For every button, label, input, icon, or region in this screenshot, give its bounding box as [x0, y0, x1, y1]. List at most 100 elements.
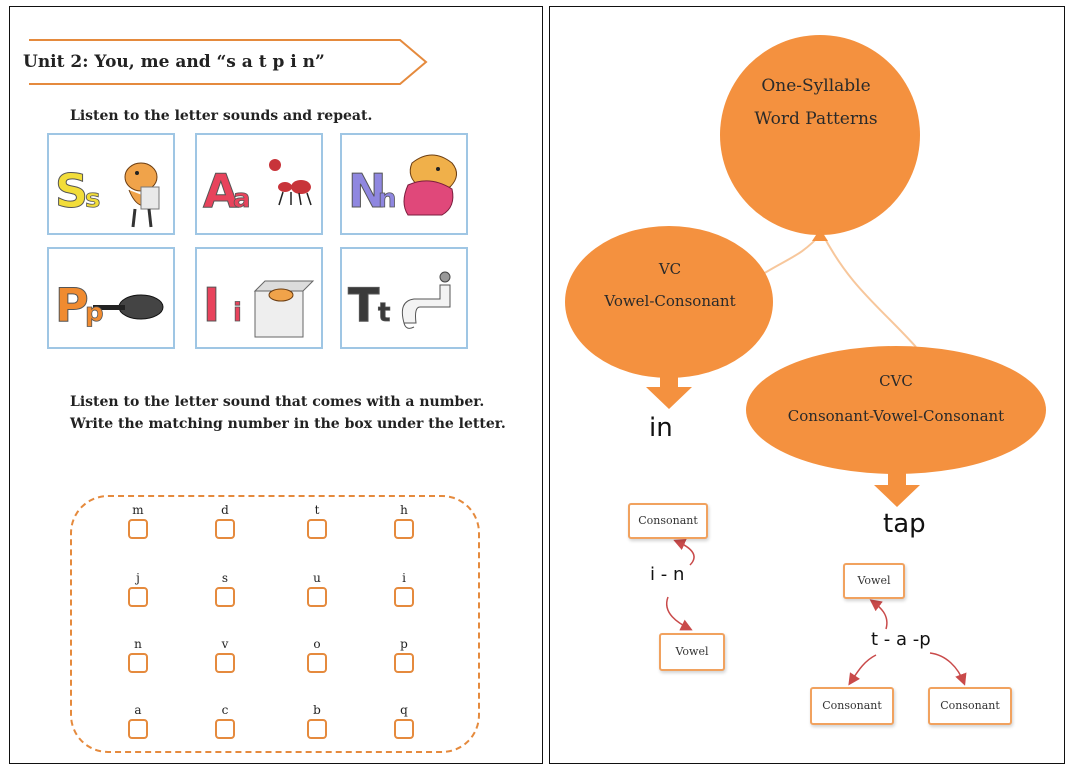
tag-consonant: Consonant: [928, 687, 1012, 725]
tag-consonant: Consonant: [810, 687, 894, 725]
cvc-node: [746, 346, 1046, 474]
answer-box[interactable]: [128, 587, 148, 607]
letter-answer-area: [70, 495, 480, 753]
tap-picture: Tt: [348, 271, 451, 333]
letter-label: b: [313, 703, 321, 717]
root-line-1: One-Syllable: [761, 76, 871, 96]
snake-on-chair-picture: Ss: [55, 162, 160, 228]
word-pattern-diagram: One-Syllable Word Patterns VC Vowel-Cons…: [549, 6, 1065, 764]
letter-lower: a: [233, 184, 251, 214]
instruction-match-numbers: Listen to the letter sound that comes wi…: [70, 394, 506, 432]
letter-upper: N: [348, 164, 387, 218]
tag-vowel: Vowel: [843, 563, 905, 599]
unit-title: Unit 2: You, me and “s a t p i n”: [23, 52, 325, 72]
answer-box[interactable]: [215, 719, 235, 739]
arrow-tap-to-consonant-left: [848, 654, 877, 686]
answer-box[interactable]: [128, 519, 148, 539]
letter-cell-o: o: [302, 637, 332, 673]
instruction-repeat: Listen to the letter sounds and repeat.: [70, 108, 373, 124]
connector-root-cvc: [821, 232, 917, 348]
letter-cell-h: h: [389, 503, 419, 539]
arrow-tap-to-consonant-right: [929, 652, 967, 686]
breakdown-in: i - n: [650, 564, 685, 585]
letter-label: j: [136, 571, 140, 585]
answer-box[interactable]: [307, 653, 327, 673]
letter-cell-d: d: [210, 503, 240, 539]
letter-label: q: [400, 703, 408, 717]
letter-upper: A: [203, 164, 239, 218]
example-word-tap: tap: [883, 509, 926, 539]
answer-box[interactable]: [215, 653, 235, 673]
letter-label: v: [221, 637, 229, 651]
letter-label: s: [221, 571, 229, 585]
letter-cell-b: b: [302, 703, 332, 739]
ant-picture: Aa: [203, 159, 312, 219]
letter-upper: P: [55, 278, 89, 332]
answer-box[interactable]: [307, 587, 327, 607]
letter-upper: T: [348, 278, 380, 332]
answer-box[interactable]: [394, 653, 414, 673]
letter-label: h: [400, 503, 408, 517]
cvc-node-label: CVC Consonant-Vowel-Consonant: [746, 364, 1046, 434]
letter-cell-a: a: [123, 703, 153, 739]
letter-lower: t: [378, 298, 390, 328]
letter-cell-s: s: [210, 571, 240, 607]
diagram-shapes: [565, 35, 1046, 686]
letter-cell-n: n: [123, 637, 153, 673]
root-node: [720, 35, 920, 235]
letter-label: p: [400, 637, 408, 651]
letter-cell-c: c: [210, 703, 240, 739]
letter-label: i: [402, 571, 406, 585]
arrow-tap-to-vowel: [869, 599, 888, 630]
cvc-down-arrow: [874, 462, 920, 507]
unit-title-banner: [29, 39, 428, 85]
letter-label: a: [134, 703, 142, 717]
letter-upper: S: [55, 164, 88, 218]
root-node-label: One-Syllable Word Patterns: [726, 70, 906, 136]
answer-box[interactable]: [394, 519, 414, 539]
letter-label: m: [132, 503, 144, 517]
answer-box[interactable]: [215, 519, 235, 539]
tag-vowel: Vowel: [659, 633, 725, 671]
example-word-in: in: [649, 413, 673, 443]
vc-line-2: Vowel-Consonant: [604, 292, 736, 310]
arrow-in-to-vowel: [665, 596, 693, 631]
letter-label: o: [313, 637, 321, 651]
answer-box[interactable]: [128, 719, 148, 739]
breakdown-tap: t - a -p: [871, 629, 931, 650]
letter-label: d: [221, 503, 229, 517]
letter-lower: i: [233, 298, 242, 328]
letter-lower: n: [378, 184, 397, 214]
worksheet-page: Unit 2: You, me and “s a t p i n” Listen…: [9, 6, 543, 764]
letter-label: u: [313, 571, 321, 585]
letter-cell-q: q: [389, 703, 419, 739]
letter-cell-j: j: [123, 571, 153, 607]
answer-box[interactable]: [215, 587, 235, 607]
cvc-line-2: Consonant-Vowel-Consonant: [787, 407, 1005, 425]
letter-cell-i: i: [389, 571, 419, 607]
answer-box[interactable]: [307, 719, 327, 739]
cvc-line-1: CVC: [879, 372, 913, 390]
letter-label: n: [134, 637, 142, 651]
letter-lower: s: [85, 184, 100, 214]
letter-label: c: [221, 703, 229, 717]
answer-box[interactable]: [394, 719, 414, 739]
letter-cell-u: u: [302, 571, 332, 607]
answer-box[interactable]: [394, 587, 414, 607]
root-node-arrow: [812, 229, 828, 241]
answer-box[interactable]: [128, 653, 148, 673]
sleeping-nut-creature-picture: Nn: [348, 154, 457, 219]
letter-lower: p: [85, 298, 104, 328]
letter-label: t: [314, 503, 320, 517]
arrow-in-to-consonant: [673, 539, 695, 566]
letter-cell-p: p: [389, 637, 419, 673]
answer-box[interactable]: [307, 519, 327, 539]
letter-cell-t: t: [302, 503, 332, 539]
pan-picture: Pp: [55, 278, 164, 333]
